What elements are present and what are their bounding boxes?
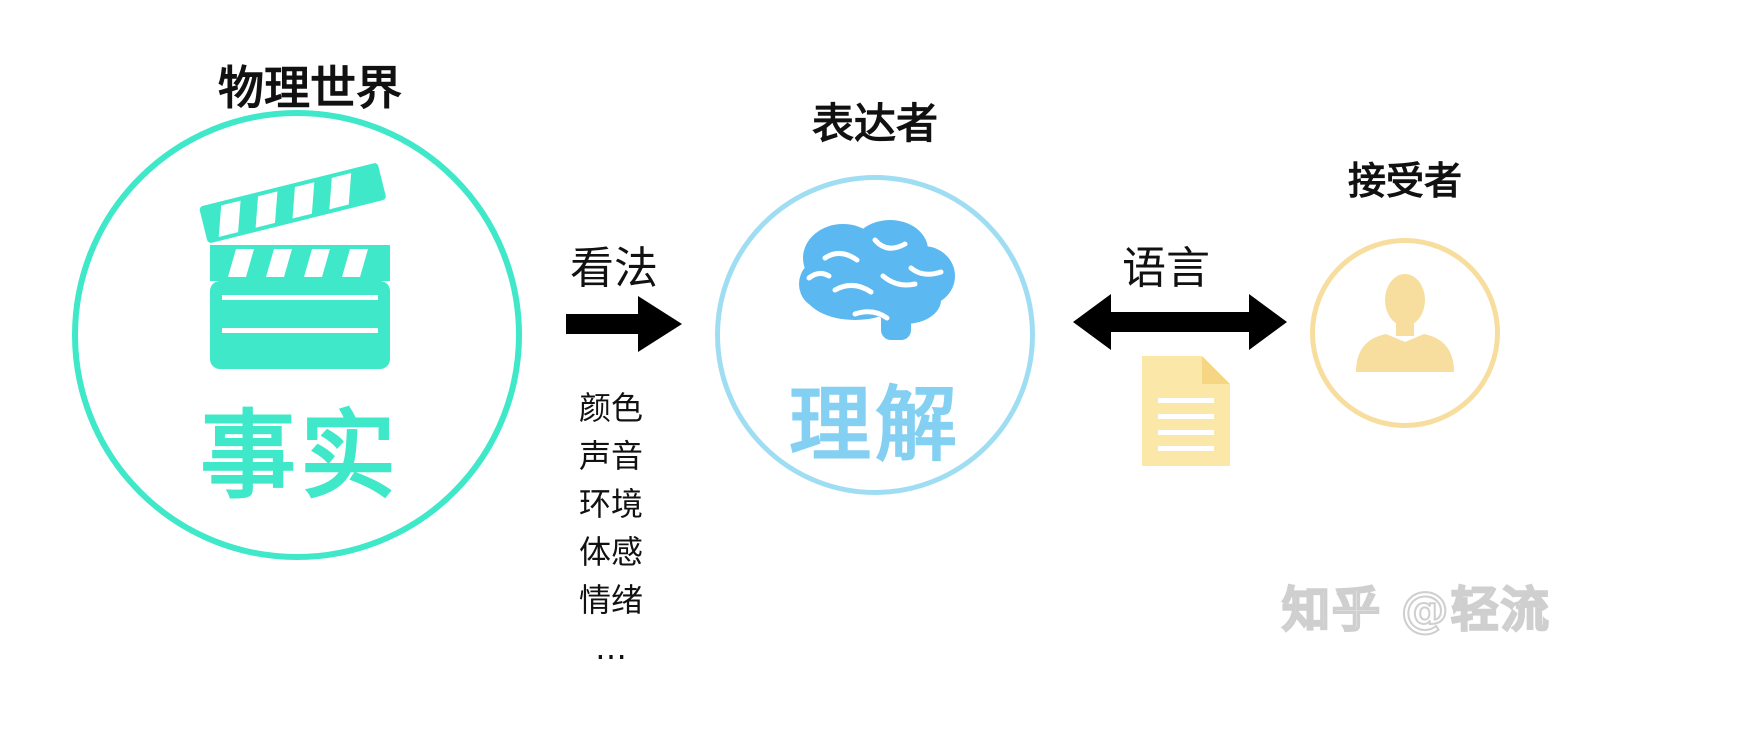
- aspect-ellipsis: …: [595, 629, 627, 667]
- understanding-word: 理解: [788, 378, 961, 473]
- fact-word: 事实: [200, 400, 400, 512]
- language-label: 语言: [1122, 243, 1210, 294]
- expresser-heading: 表达者: [811, 99, 938, 148]
- document-icon: [1142, 356, 1230, 466]
- receiver-circle: [1310, 238, 1500, 428]
- double-arrow-icon: [1073, 294, 1287, 350]
- physical-world-heading: 物理世界: [218, 61, 402, 115]
- right-arrow-icon: [566, 296, 682, 352]
- view-label: 看法: [570, 243, 658, 294]
- physical-world-circle: [72, 110, 522, 560]
- watermark: 知乎 @轻流: [1281, 581, 1551, 639]
- view-aspects-list: 颜色 声音 环境 体感 情绪 …: [566, 384, 656, 672]
- receiver-heading: 接受者: [1347, 159, 1462, 203]
- aspect-sound: 声音: [578, 437, 643, 475]
- aspect-environment: 环境: [578, 485, 643, 523]
- aspect-body-feeling: 体感: [578, 533, 643, 571]
- user-icon: [1356, 274, 1454, 372]
- brain-icon: [799, 220, 955, 340]
- expresser-circle: [715, 175, 1035, 495]
- clapperboard-icon: [199, 163, 390, 369]
- aspect-emotion: 情绪: [578, 581, 643, 619]
- aspect-color: 颜色: [578, 389, 643, 427]
